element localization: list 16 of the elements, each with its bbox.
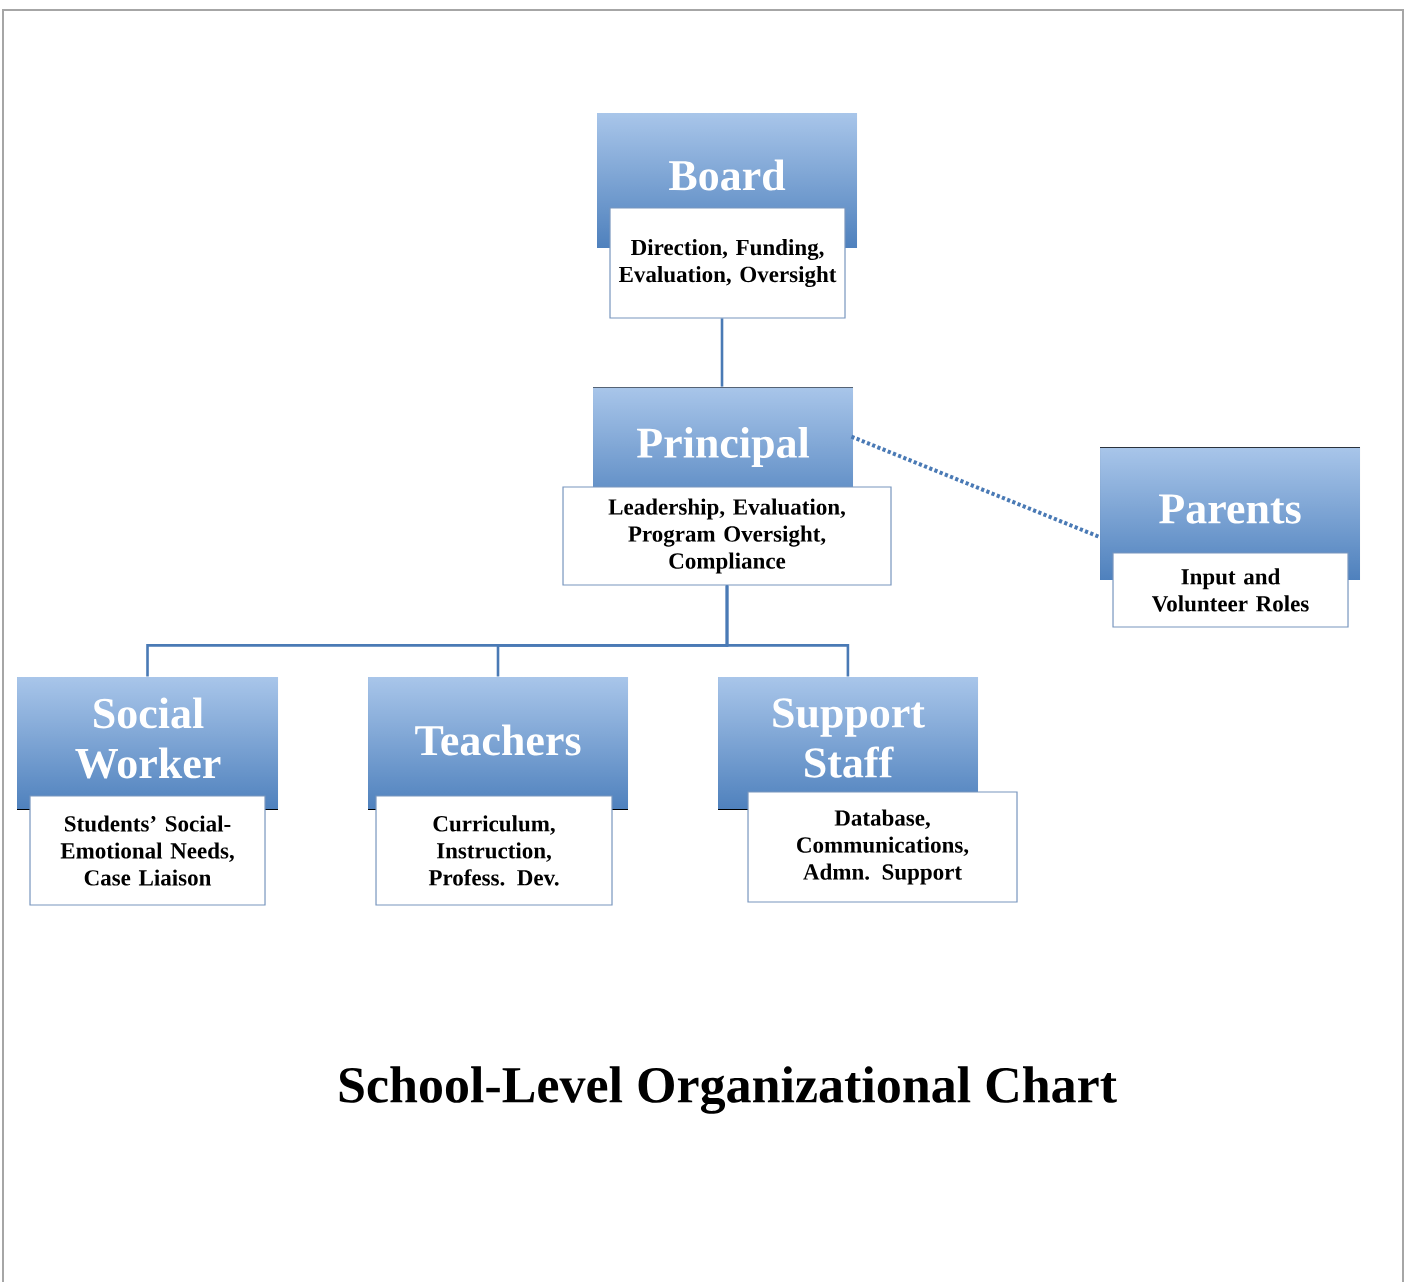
org-box: Board Direction, Funding, Evaluation, Oversight	[597, 113, 857, 319]
org-box: Parents Input and Volunteer Roles	[1100, 447, 1360, 628]
node-label: Program Oversight, Compliance	[628, 525, 826, 574]
node-label: Volunteer Roles	[1151, 595, 1309, 612]
node-label: Evaluation, Oversight	[618, 265, 837, 288]
node-label: Students’ Social-Emotional Needs, Case Liaison	[60, 815, 234, 886]
chart-title: School-Level Organizational Chart	[339, 1066, 1117, 1114]
node-label: Curriculum, Instruction, Profess. Dev.	[428, 815, 559, 886]
connector-line	[850, 434, 1101, 539]
node-label: Database, Communications, Admn. Support	[797, 809, 969, 885]
org-box: Support Staff Database, Communications, Admn. Support	[718, 677, 1018, 903]
org-box: Principal Leadership, Evaluation, Program Oversight, Compliance	[562, 387, 892, 586]
connector-line	[720, 318, 724, 387]
connector-line	[725, 585, 850, 677]
org-box: Social Worker Students’ Social-Emotional Needs, Case Liaison	[17, 677, 278, 906]
org-box: Teachers Curriculum, Instruction, Profess. Dev.	[368, 677, 628, 906]
